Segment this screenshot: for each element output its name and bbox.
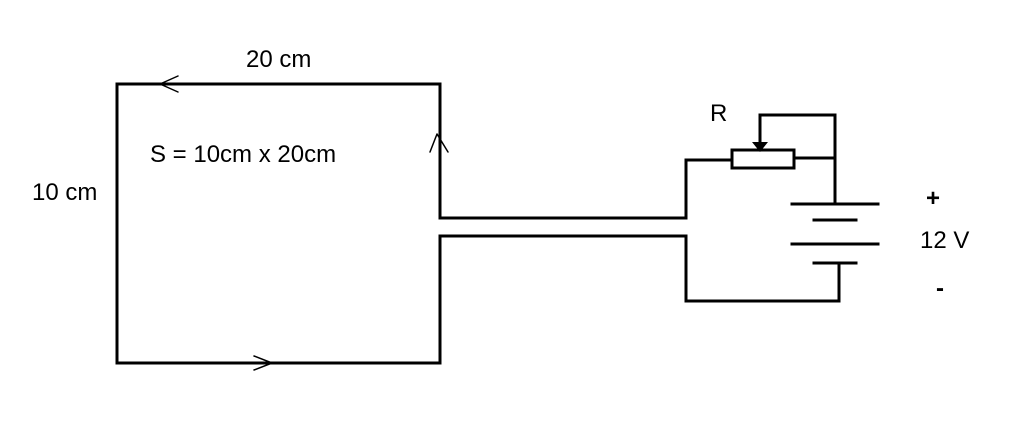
arrow-bottom-right-icon <box>253 355 273 371</box>
lower-lead-wire <box>438 234 841 303</box>
wiper-arrow-icon <box>752 142 768 152</box>
minus-sign: - <box>936 275 944 302</box>
voltage-label: 12 V <box>920 227 969 254</box>
resistor-label: R <box>710 100 727 127</box>
rectangular-loop <box>115 82 442 365</box>
area-label: S = 10cm x 20cm <box>150 141 336 168</box>
arrow-right-side-up-icon <box>429 133 449 153</box>
plus-sign: + <box>926 185 940 212</box>
top-side-label: 20 cm <box>246 46 311 73</box>
current-arrows <box>159 75 449 371</box>
wiper-wire <box>758 113 837 160</box>
arrow-top-left-icon <box>159 75 179 93</box>
resistor-body <box>730 148 796 170</box>
lead-wires <box>438 158 841 303</box>
battery <box>790 202 880 265</box>
loop-wire <box>115 82 442 365</box>
variable-resistor <box>730 113 837 205</box>
upper-lead-wire <box>438 158 734 220</box>
left-side-label: 10 cm <box>32 179 97 206</box>
